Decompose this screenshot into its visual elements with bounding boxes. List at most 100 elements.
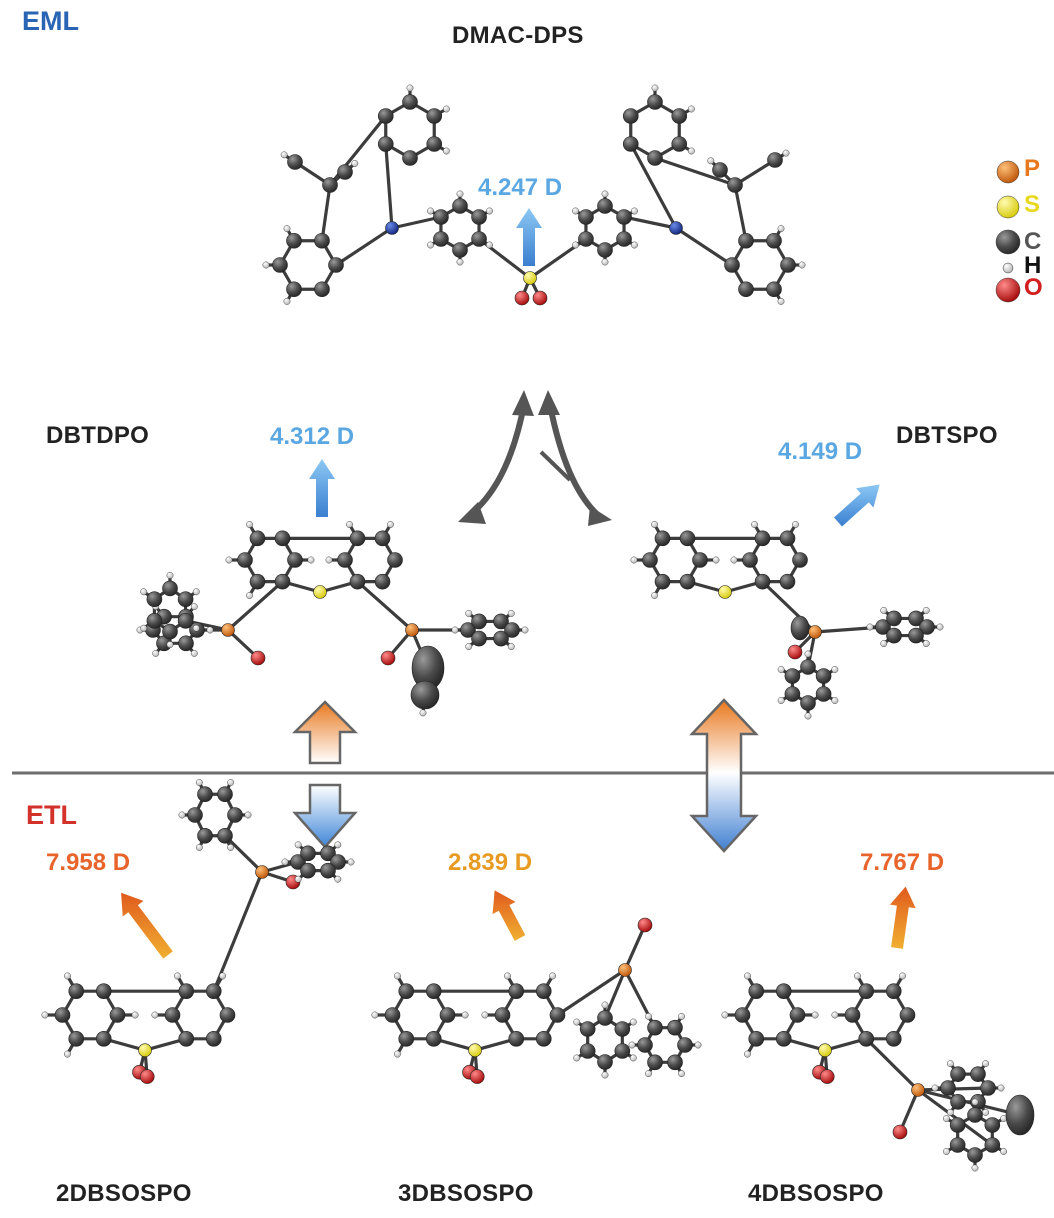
carbon-atom (426, 108, 443, 124)
carbon-atom (766, 232, 782, 249)
carbon-atom (286, 232, 302, 249)
carbon-atom (767, 152, 783, 168)
hydrogen-atom (227, 779, 235, 786)
bond (212, 870, 264, 993)
carbon-atom (494, 1007, 511, 1023)
carbon-atom (950, 1094, 966, 1110)
carbon-atom (197, 827, 213, 844)
carbon-atom (579, 1043, 596, 1059)
legend-oxygen-icon (995, 277, 1021, 303)
hydrogen-atom (601, 258, 609, 266)
oxygen-atom (469, 1069, 485, 1084)
atoms (262, 84, 806, 306)
carbon-atom (433, 231, 449, 247)
carbon-atom (792, 552, 808, 568)
hydrogen-atom (572, 241, 579, 249)
atom-legend (995, 160, 1021, 303)
hydrogen-atom (178, 811, 186, 819)
carbon-atom (314, 232, 330, 249)
bond (623, 923, 647, 972)
sulfur-atom (818, 1043, 832, 1057)
carbon-atom (800, 659, 816, 675)
legend-label-c: C (1024, 228, 1042, 255)
hydrogen-atom (461, 1011, 469, 1019)
carbon-atom (984, 1117, 1001, 1133)
hydrogen-atom (41, 1011, 49, 1019)
carbon-atom (300, 845, 316, 862)
carbon-atom (178, 1031, 195, 1047)
carbon-atom (815, 686, 832, 702)
hydrogen-atom (504, 972, 511, 980)
carbon-atom (967, 1107, 983, 1123)
hydrogen-atom (219, 972, 226, 980)
hydrogen-atom (931, 1084, 939, 1092)
hydrogen-atom (601, 1071, 609, 1079)
carbon-atom (54, 1007, 71, 1023)
sulfur-atom (138, 1043, 152, 1057)
carbon-atom (886, 610, 902, 627)
arrowhead-up-left (512, 390, 534, 416)
carbon-atom (597, 198, 613, 214)
hydrogen-atom (294, 875, 302, 883)
hydrogen-atom (982, 1060, 990, 1068)
legend-label-p: P (1024, 155, 1041, 182)
hydrogen-atom (451, 626, 459, 634)
carbon-atom (671, 108, 688, 124)
carbon-atom (249, 530, 266, 547)
carbon-atom (178, 983, 195, 999)
carbon-atom (858, 983, 875, 999)
carbon-atom (286, 281, 302, 298)
carbon-atom (908, 610, 924, 627)
molecule-4dbsospo (721, 972, 1035, 1172)
phosphorus-atom (911, 1083, 925, 1097)
hydrogen-atom (507, 610, 515, 617)
carbon-atom (187, 807, 203, 823)
carbon-atom (384, 1007, 401, 1023)
hydrogen-atom (922, 640, 930, 647)
carbon-atom (217, 827, 233, 844)
hydrogen-atom (351, 160, 359, 167)
hydrogen-atom (811, 1011, 819, 1019)
bond (653, 156, 737, 187)
phosphorus-atom (405, 623, 419, 637)
carbon-atom (616, 209, 632, 225)
hydrogen-atom (190, 649, 198, 657)
carbon-atom (775, 1031, 792, 1047)
hydrogen-atom (174, 972, 181, 980)
oxygen-atom (637, 917, 653, 933)
carbon-atom (287, 552, 303, 568)
carbon-atom (754, 573, 771, 590)
carbon-atom (950, 1066, 966, 1082)
oxygen-atom (250, 650, 266, 666)
sulfur-atom (523, 271, 537, 285)
hydrogen-atom (629, 1054, 637, 1062)
carbon-atom (578, 231, 594, 247)
carbon-atom (535, 983, 552, 999)
hydrogen-atom (442, 147, 450, 155)
hydrogen-atom (283, 297, 291, 305)
hydrogen-atom (943, 1148, 950, 1155)
carbon-atom (949, 1137, 966, 1153)
carbon-atom (667, 1054, 683, 1071)
hydrogen-atom (971, 1164, 979, 1172)
carbon-atom (614, 1021, 631, 1037)
hydrogen-atom (782, 149, 790, 157)
carbon-atom (679, 573, 696, 590)
bond (603, 968, 627, 1020)
phosphorus-atom (808, 625, 822, 639)
carbon-atom (790, 615, 810, 641)
bond (916, 1088, 994, 1147)
hydrogen-atom (651, 521, 658, 528)
hydrogen-atom (792, 521, 799, 528)
carbon-atom (328, 257, 344, 273)
hydrogen-atom (190, 603, 198, 611)
hydrogen-atom (854, 972, 861, 980)
hydrogen-atom (645, 1070, 652, 1077)
hydrogen-atom (631, 207, 638, 215)
carbon-atom (374, 573, 391, 590)
hydrogen-atom (427, 207, 434, 215)
hydrogen-atom (206, 626, 214, 634)
carbon-atom (493, 613, 509, 630)
hydrogen-atom (946, 1108, 954, 1116)
